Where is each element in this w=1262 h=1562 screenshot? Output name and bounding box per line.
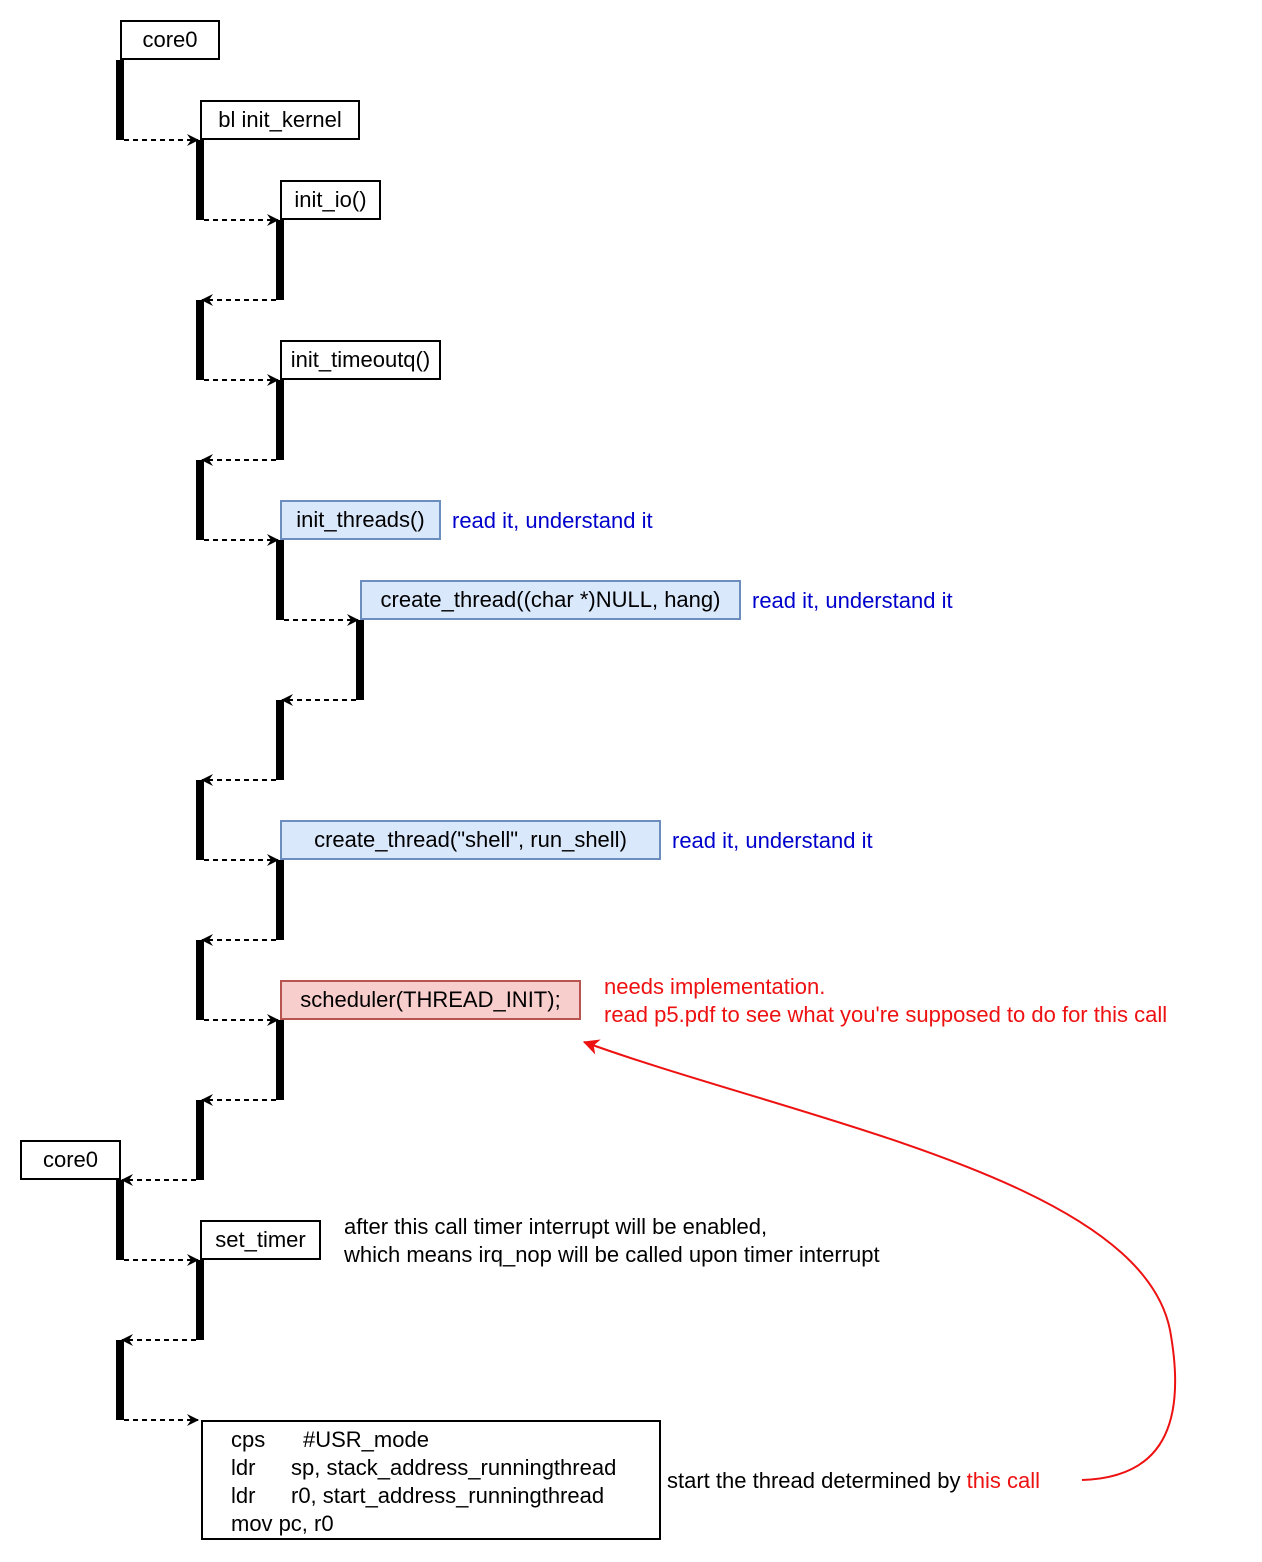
core0-top-node: core0 [120, 20, 220, 60]
start-thread-note: start the thread determined by this call [667, 1467, 1040, 1495]
scheduler-note: needs implementation. read p5.pdf to see… [604, 973, 1167, 1029]
code-op: ldr [231, 1483, 256, 1508]
activation-bar [116, 1340, 124, 1420]
create-thread-hang-node: create_thread((char *)NULL, hang) [360, 580, 741, 620]
init-timeoutq-node: init_timeoutq() [280, 340, 441, 380]
core0-bottom-node: core0 [20, 1140, 121, 1180]
create-thread-hang-note: read it, understand it [752, 588, 953, 613]
code-arg: pc, r0 [278, 1511, 334, 1536]
scheduler-node: scheduler(THREAD_INIT); [280, 980, 581, 1020]
this-call-connector [582, 1039, 1177, 1481]
init-io-node: init_io() [280, 180, 381, 220]
activation-bar [196, 300, 204, 380]
set-timer-node: set_timer [200, 1220, 321, 1260]
activation-bar [196, 140, 204, 220]
code-arg: #USR_mode [303, 1427, 429, 1452]
code-op: mov [231, 1511, 273, 1536]
code-line: ldr r0, start_address_runningthread [231, 1482, 659, 1510]
set-timer-note-line2: which means irq_nop will be called upon … [344, 1242, 880, 1267]
code-op: ldr [231, 1455, 256, 1480]
set-timer-note-line1: after this call timer interrupt will be … [344, 1214, 768, 1239]
code-line: ldr sp, stack_address_runningthread [231, 1454, 659, 1482]
init-kernel-node: bl init_kernel [200, 100, 360, 140]
create-thread-shell-note: read it, understand it [672, 828, 873, 853]
start-thread-note-text: start the thread determined by [667, 1468, 967, 1493]
activation-bar [276, 700, 284, 780]
activation-bar [196, 460, 204, 540]
activation-bar [276, 380, 284, 460]
code-op: cps [231, 1427, 266, 1452]
init-threads-node: init_threads() [280, 500, 441, 540]
activation-bar [276, 220, 284, 300]
activation-bar [276, 540, 284, 620]
code-arg: sp, stack_address_runningthread [291, 1455, 617, 1480]
activation-bar [276, 860, 284, 940]
init-threads-note: read it, understand it [452, 508, 653, 533]
create-thread-shell-node: create_thread("shell", run_shell) [280, 820, 661, 860]
code-arg: r0, start_address_runningthread [291, 1483, 605, 1508]
activation-bars [116, 60, 364, 1420]
activation-bar [196, 940, 204, 1020]
this-call-highlight: this call [966, 1468, 1040, 1493]
activation-bar [356, 620, 364, 700]
usr-mode-code-block: cps #USR_mode ldr sp, stack_address_runnin… [201, 1420, 661, 1540]
scheduler-note-line2: read p5.pdf to see what you're supposed … [604, 1002, 1168, 1027]
call-arrows [121, 134, 359, 1426]
activation-bar [276, 1020, 284, 1100]
activation-bar [196, 1100, 204, 1180]
code-line: cps #USR_mode [231, 1426, 659, 1454]
activation-bar [116, 1180, 124, 1260]
scheduler-note-line1: needs implementation. [604, 974, 826, 999]
set-timer-note: after this call timer interrupt will be … [344, 1213, 880, 1269]
activation-bar [116, 60, 124, 140]
activation-bar [196, 780, 204, 860]
activation-bar [196, 1260, 204, 1340]
